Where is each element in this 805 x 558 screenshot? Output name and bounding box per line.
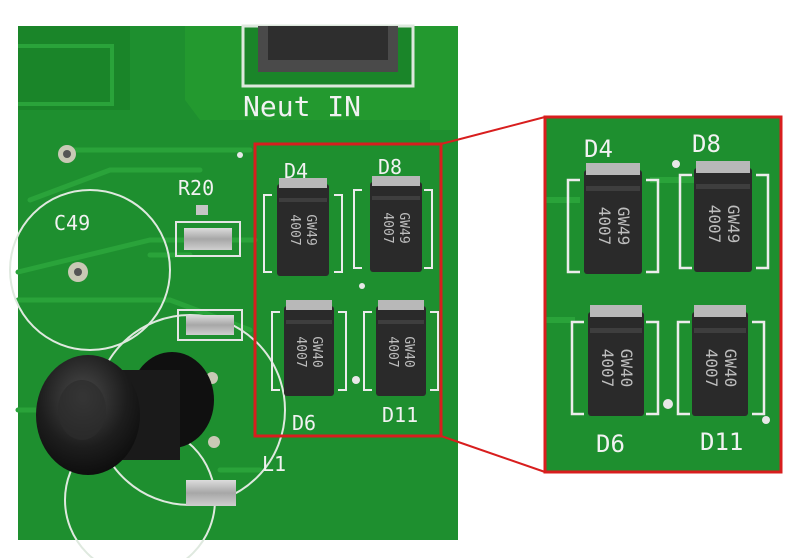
label-l1: L1: [262, 452, 286, 476]
header-label: Neut IN: [243, 90, 361, 123]
inset-label-d4: D4: [584, 135, 613, 163]
main-pcb-view: Neut IN R20 C49 L1: [9, 24, 458, 558]
inset-label-d8: D8: [692, 130, 721, 158]
svg-text:GW40: GW40: [617, 349, 636, 388]
diode-d6: GW40 4007: [284, 300, 334, 396]
inductor-l1: [36, 352, 214, 475]
svg-text:4007: 4007: [598, 349, 617, 388]
zoom-connector-lines: [440, 116, 546, 473]
diode-group-main: D4 D8 D6 D11 GW49 4007 GW49 4007: [263, 155, 439, 435]
diode-d4: GW49 4007: [277, 178, 329, 276]
inset-diode-d8: GW49 4007: [694, 161, 752, 272]
label-d11: D11: [382, 403, 418, 427]
label-d8: D8: [378, 155, 402, 179]
svg-text:GW40: GW40: [401, 336, 416, 367]
svg-text:GW49: GW49: [396, 212, 411, 243]
svg-text:4007: 4007: [702, 349, 721, 388]
inset-diode-d11: GW40 4007: [692, 305, 748, 416]
highlight-box: [253, 142, 443, 438]
diode-d11: GW40 4007: [376, 300, 426, 396]
diode-d8: GW49 4007: [370, 176, 422, 272]
resistor-r20: [175, 205, 241, 257]
zoom-inset: D4 D8 D6 D11 GW49 4007 GW49 4007: [543, 115, 783, 474]
svg-text:4007: 4007: [385, 336, 400, 367]
inset-diode-d6: GW40 4007: [588, 305, 644, 416]
label-d6: D6: [292, 411, 316, 435]
svg-text:4007: 4007: [293, 336, 308, 367]
svg-text:GW40: GW40: [309, 336, 324, 367]
svg-text:GW49: GW49: [724, 205, 743, 244]
inset-label-d6: D6: [596, 430, 625, 458]
svg-text:4007: 4007: [380, 212, 395, 243]
svg-text:GW49: GW49: [303, 214, 318, 245]
vias: [58, 145, 243, 448]
label-c49: C49: [54, 211, 90, 235]
inset-diode-d4: GW49 4007: [584, 163, 642, 274]
svg-text:GW49: GW49: [614, 207, 633, 246]
inset-label-d11: D11: [700, 428, 743, 456]
svg-text:4007: 4007: [595, 207, 614, 246]
svg-text:4007: 4007: [287, 214, 302, 245]
label-r20: R20: [178, 176, 214, 200]
svg-text:4007: 4007: [705, 205, 724, 244]
header-connector: [241, 24, 415, 88]
smd-pad: [177, 309, 243, 506]
inset-frame: [543, 115, 783, 474]
trace-box-topleft: [18, 44, 114, 106]
svg-text:GW40: GW40: [721, 349, 740, 388]
